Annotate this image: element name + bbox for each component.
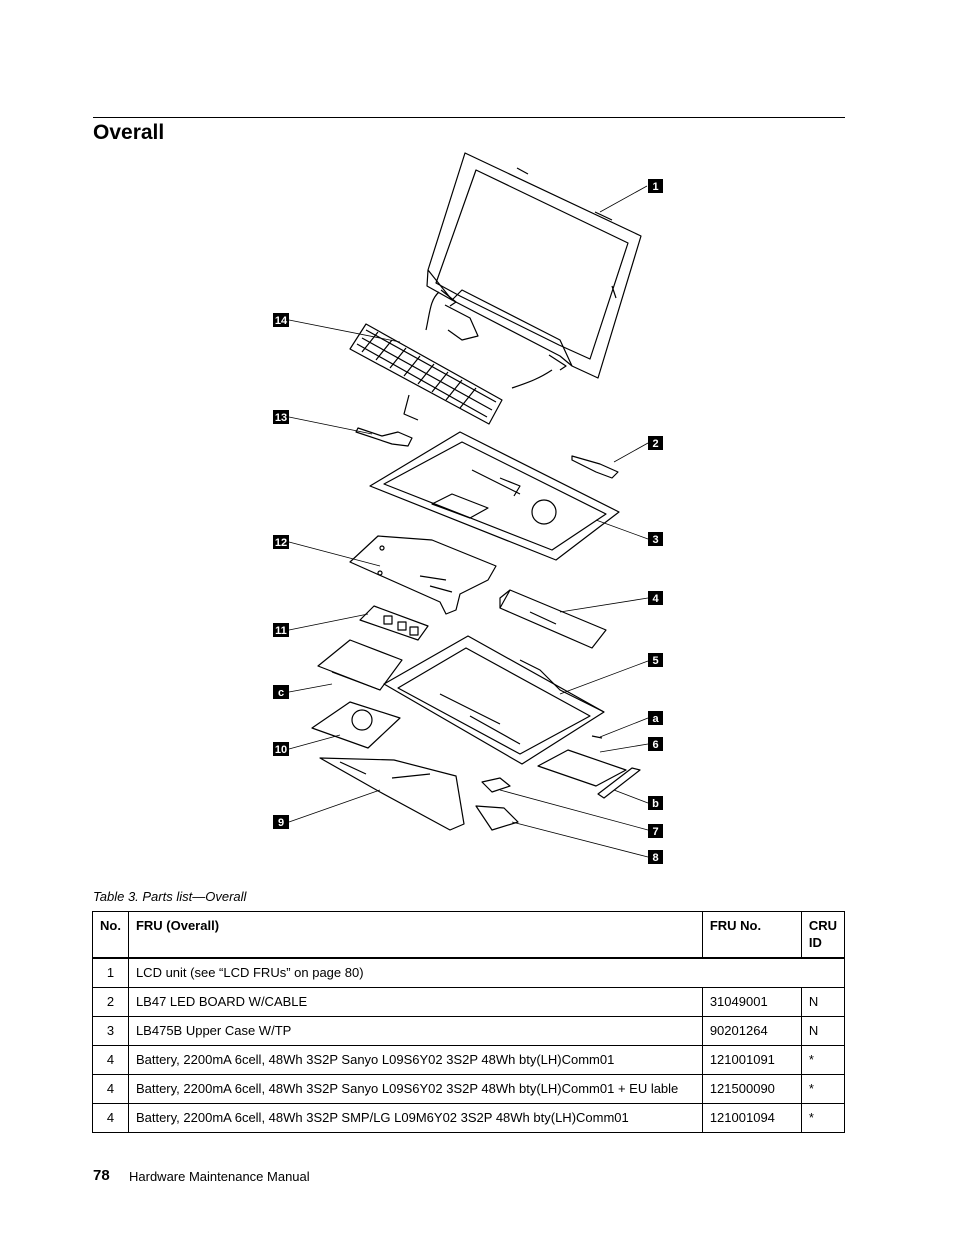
- manual-title: Hardware Maintenance Manual: [129, 1169, 310, 1184]
- callout-1: 1: [652, 181, 658, 193]
- hdd-bracket-drawing: [317, 639, 403, 691]
- table-header-row: No. FRU (Overall) FRU No. CRU ID: [92, 911, 846, 959]
- callout-10-box: [273, 742, 289, 756]
- system-board-drawing: [349, 535, 497, 615]
- row-fru-no: 121001091: [701, 1045, 802, 1075]
- exploded-parts-diagram: 1 14 13 2 3 12 4 11 5 c a 6 10 b 9 7 8: [273, 152, 663, 864]
- callout-5-box: [648, 653, 663, 667]
- row-no: 4: [92, 1074, 129, 1104]
- header-fru: FRU (Overall): [127, 911, 703, 959]
- callout-14-box: [273, 313, 289, 327]
- row-fru-no: 121500090: [701, 1074, 802, 1104]
- callout-12-box: [273, 535, 289, 549]
- row-fru: Battery, 2200mA 6cell, 48Wh 3S2P Sanyo L…: [127, 1074, 703, 1104]
- base-cover-drawing: [383, 635, 605, 765]
- header-no: No.: [92, 911, 129, 959]
- table-row: 4 Battery, 2200mA 6cell, 48Wh 3S2P Sanyo…: [92, 1045, 846, 1075]
- callout-11: 11: [275, 625, 287, 637]
- callout-8: 8: [652, 852, 658, 864]
- callout-9: 9: [278, 817, 284, 829]
- led-board-drawing: [571, 455, 619, 479]
- row-fru: LB47 LED BOARD W/CABLE: [127, 987, 703, 1017]
- callouts: 1 14 13 2 3 12 4 11 5 c a 6 10 b 9 7 8: [273, 179, 663, 864]
- bottom-door-drawing: [319, 757, 465, 831]
- callout-a-box: [648, 711, 663, 725]
- row-fru-no: 90201264: [701, 1016, 802, 1046]
- callout-7: 7: [652, 826, 658, 838]
- callout-12: 12: [275, 537, 287, 549]
- row-cru-id: *: [800, 1103, 846, 1133]
- touchpad-cable-drawing: [355, 427, 413, 447]
- row-no: 3: [92, 1016, 129, 1046]
- row-fru: LB475B Upper Case W/TP: [127, 1016, 703, 1046]
- callout-2-box: [648, 436, 663, 450]
- table-caption: Table 3. Parts list—Overall: [93, 889, 247, 904]
- row-no: 4: [92, 1103, 129, 1133]
- battery-drawing: [499, 589, 607, 649]
- table-row: 1 LCD unit (see “LCD FRUs” on page 80): [92, 957, 846, 988]
- section-rule: [93, 117, 845, 118]
- callout-8-box: [648, 850, 663, 864]
- row-cru-id: N: [800, 1016, 846, 1046]
- callout-3-box: [648, 532, 663, 546]
- section-title: Overall: [93, 121, 165, 144]
- callout-13-box: [273, 410, 289, 424]
- optical-bezel-drawing: [597, 767, 641, 799]
- callout-b-box: [648, 796, 663, 810]
- lcd-unit-drawing: [425, 152, 642, 389]
- small-card-drawing: [481, 777, 511, 793]
- hard-disk-drawing: [311, 701, 401, 749]
- optical-drive-drawing: [537, 749, 627, 787]
- callout-b: b: [652, 798, 659, 810]
- row-fru: Battery, 2200mA 6cell, 48Wh 3S2P SMP/LG …: [127, 1103, 703, 1133]
- callout-3: 3: [652, 534, 658, 546]
- upper-case-drawing: [369, 431, 620, 561]
- row-fru: Battery, 2200mA 6cell, 48Wh 3S2P Sanyo L…: [127, 1045, 703, 1075]
- parts-table: No. FRU (Overall) FRU No. CRU ID 1 LCD u…: [92, 911, 846, 1133]
- callout-5: 5: [652, 655, 658, 667]
- row-fru-no: 121001094: [701, 1103, 802, 1133]
- callout-10: 10: [275, 744, 287, 756]
- table-row: 2 LB47 LED BOARD W/CABLE 31049001 N: [92, 987, 846, 1017]
- callout-7-box: [648, 824, 663, 838]
- row-cru-id: *: [800, 1074, 846, 1104]
- callout-6-box: [648, 737, 663, 751]
- row-fru: LCD unit (see “LCD FRUs” on page 80): [127, 957, 846, 988]
- row-cru-id: N: [800, 987, 846, 1017]
- header-fru-no: FRU No.: [701, 911, 802, 959]
- page-number: 78: [93, 1167, 110, 1184]
- callout-2: 2: [652, 438, 658, 450]
- callout-9-box: [273, 815, 289, 829]
- callout-a: a: [652, 713, 659, 725]
- row-cru-id: *: [800, 1045, 846, 1075]
- table-row: 4 Battery, 2200mA 6cell, 48Wh 3S2P Sanyo…: [92, 1074, 846, 1104]
- callout-14: 14: [275, 315, 288, 327]
- callout-4: 4: [652, 593, 659, 605]
- keyboard-drawing: [349, 323, 503, 425]
- callout-c-box: [273, 685, 289, 699]
- callout-1-box: [648, 179, 663, 193]
- callout-4-box: [648, 591, 663, 605]
- callout-6: 6: [652, 739, 658, 751]
- callout-c: c: [278, 687, 284, 699]
- row-no: 4: [92, 1045, 129, 1075]
- callout-13: 13: [275, 412, 287, 424]
- row-fru-no: 31049001: [701, 987, 802, 1017]
- screw-drawing: [591, 735, 603, 739]
- wlan-card-drawing: [475, 805, 519, 831]
- row-no: 2: [92, 987, 129, 1017]
- table-row: 3 LB475B Upper Case W/TP 90201264 N: [92, 1016, 846, 1046]
- memory-module-drawing: [359, 605, 429, 641]
- header-cru-id: CRU ID: [800, 911, 846, 959]
- row-no: 1: [92, 957, 129, 988]
- callout-11-box: [273, 623, 289, 637]
- table-row: 4 Battery, 2200mA 6cell, 48Wh 3S2P SMP/L…: [92, 1103, 846, 1133]
